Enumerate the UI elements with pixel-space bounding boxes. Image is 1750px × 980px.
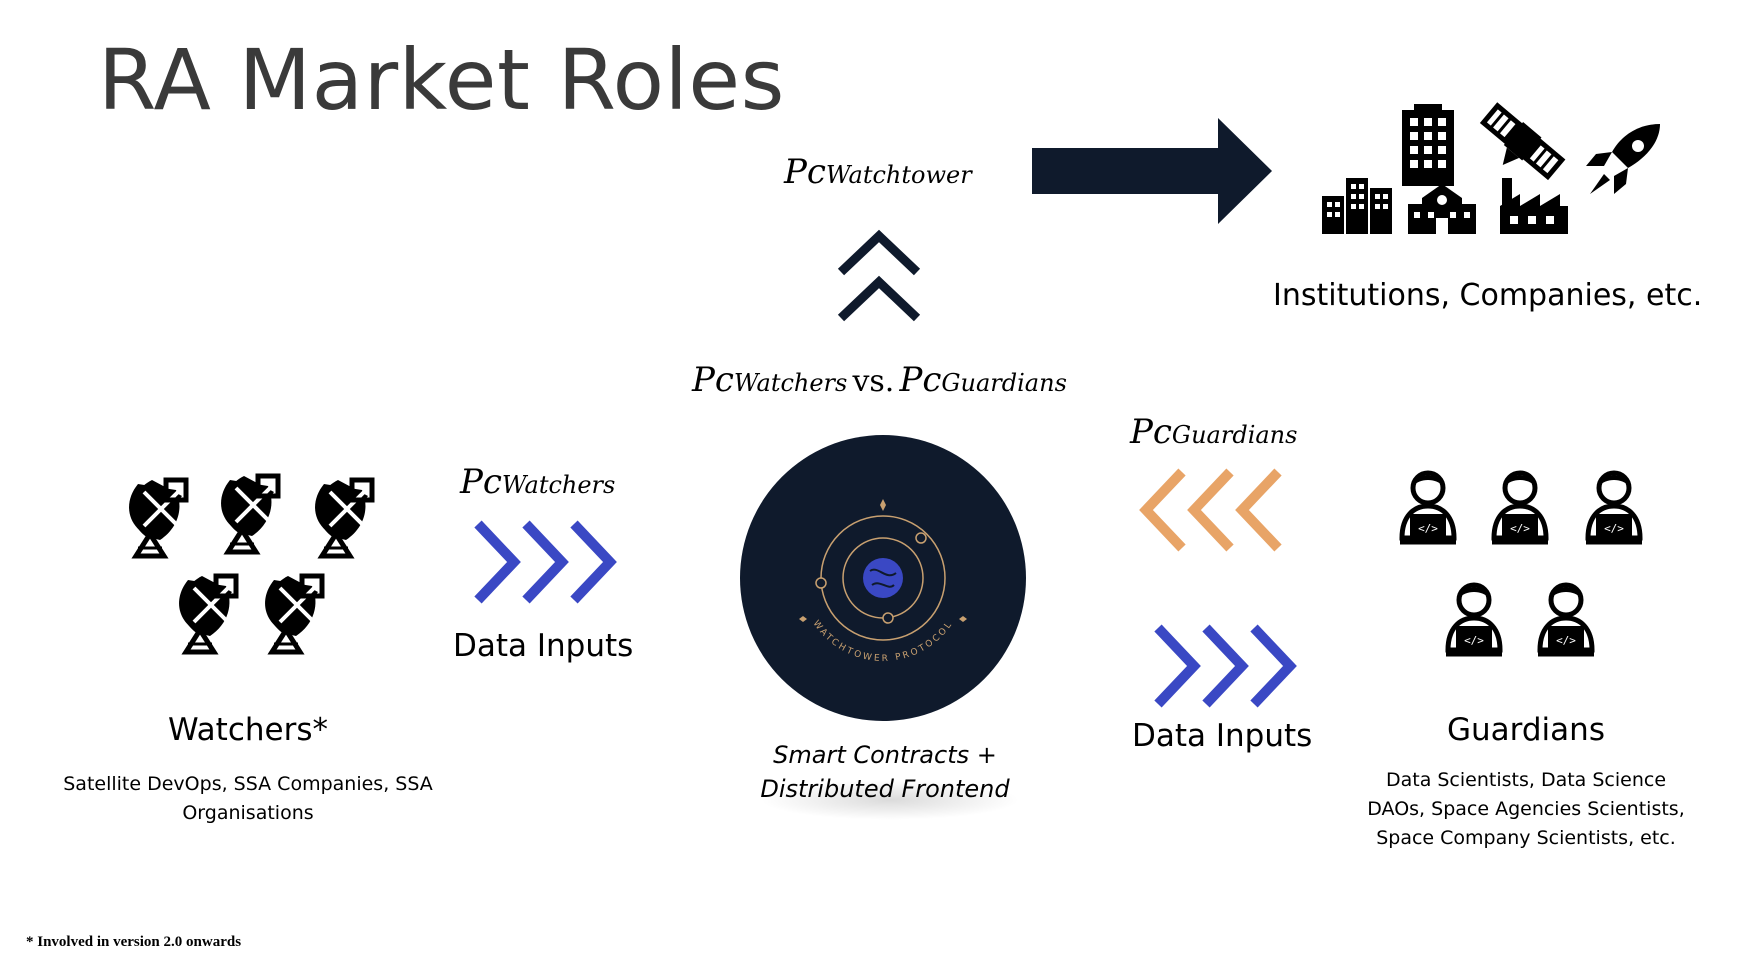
factory-icon	[1500, 178, 1568, 234]
watchers-description-line-1: Satellite DevOps, SSA Companies, SSA	[63, 773, 433, 795]
footnote: * Involved in version 2.0 onwards	[26, 934, 242, 950]
formula-base: Pc	[692, 360, 734, 400]
guardians-description: Data Scientists, Data Science DAOs, Spac…	[1356, 766, 1696, 853]
data-inputs-label-right: Data Inputs	[1132, 718, 1313, 754]
page-title: RA Market Roles	[98, 31, 785, 129]
chevron-right-icon	[474, 520, 617, 604]
formula-base: Pc	[784, 152, 826, 192]
satellite-dish-icon	[221, 476, 278, 552]
arrow-right-icon	[1032, 118, 1272, 224]
data-inputs-label-left: Data Inputs	[453, 628, 634, 664]
watchers-icon-group	[120, 476, 380, 656]
formula-subscript: Watchtower	[825, 161, 972, 189]
logo-shadow	[760, 780, 1020, 820]
watchtower-logo: WATCHTOWER PROTOCOL	[738, 433, 1028, 723]
satellite-dish-icon	[129, 480, 186, 556]
formula-subscript: Watchers	[501, 471, 616, 499]
watchers-description-line-2: Organisations	[182, 802, 314, 824]
guardians-icon-group: </>	[1396, 466, 1658, 666]
formula-subscript: Guardians	[1171, 421, 1298, 449]
center-caption-line-2: Distributed Frontend	[760, 775, 1010, 803]
institutions-label: Institutions, Companies, etc.	[1273, 278, 1703, 313]
satellite-dish-icon	[179, 576, 236, 652]
institutions-icon-group	[1320, 100, 1660, 270]
formula-subscript: Guardians	[941, 369, 1067, 397]
chevron-left-icon	[1139, 468, 1282, 552]
satellite-dish-icon	[315, 480, 372, 556]
school-icon	[1408, 184, 1476, 234]
watchers-title: Watchers*	[168, 712, 328, 748]
formula-pc-watchtower: PcWatchtower	[784, 152, 972, 192]
formula-watchers-vs-guardians: PcWatchers vs. PcGuardians	[692, 360, 1067, 400]
guardians-description-line-3: Space Company Scientists, etc.	[1376, 827, 1676, 849]
center-caption-line-1: Smart Contracts +	[773, 741, 997, 769]
guardians-title: Guardians	[1447, 712, 1605, 748]
satellite-icon	[1479, 102, 1566, 181]
guardians-description-line-2: DAOs, Space Agencies Scientists,	[1367, 798, 1685, 820]
office-building-icon	[1402, 104, 1454, 186]
developer-icon	[1400, 473, 1456, 542]
watchers-description: Satellite DevOps, SSA Companies, SSA Org…	[50, 770, 446, 828]
developer-icon	[1492, 473, 1548, 542]
formula-pc-watchers: PcWatchers	[460, 462, 615, 502]
formula-base: Pc	[899, 360, 942, 400]
guardians-description-line-1: Data Scientists, Data Science	[1385, 769, 1667, 791]
rocket-icon	[1586, 124, 1660, 194]
center-caption: Smart Contracts + Distributed Frontend	[750, 738, 1020, 806]
formula-base: Pc	[460, 462, 502, 502]
developer-icon	[1586, 473, 1642, 542]
developer-icon	[1538, 585, 1594, 654]
formula-subscript: Watchers	[733, 369, 848, 397]
formula-vs: vs.	[852, 364, 895, 399]
formula-base: Pc	[1130, 412, 1172, 452]
chevron-right-icon	[1154, 624, 1297, 708]
developer-icon	[1446, 585, 1502, 654]
satellite-dish-icon	[265, 576, 322, 652]
city-buildings-icon	[1322, 178, 1392, 234]
chevron-up-icon	[837, 229, 921, 322]
formula-pc-guardians: PcGuardians	[1130, 412, 1297, 452]
